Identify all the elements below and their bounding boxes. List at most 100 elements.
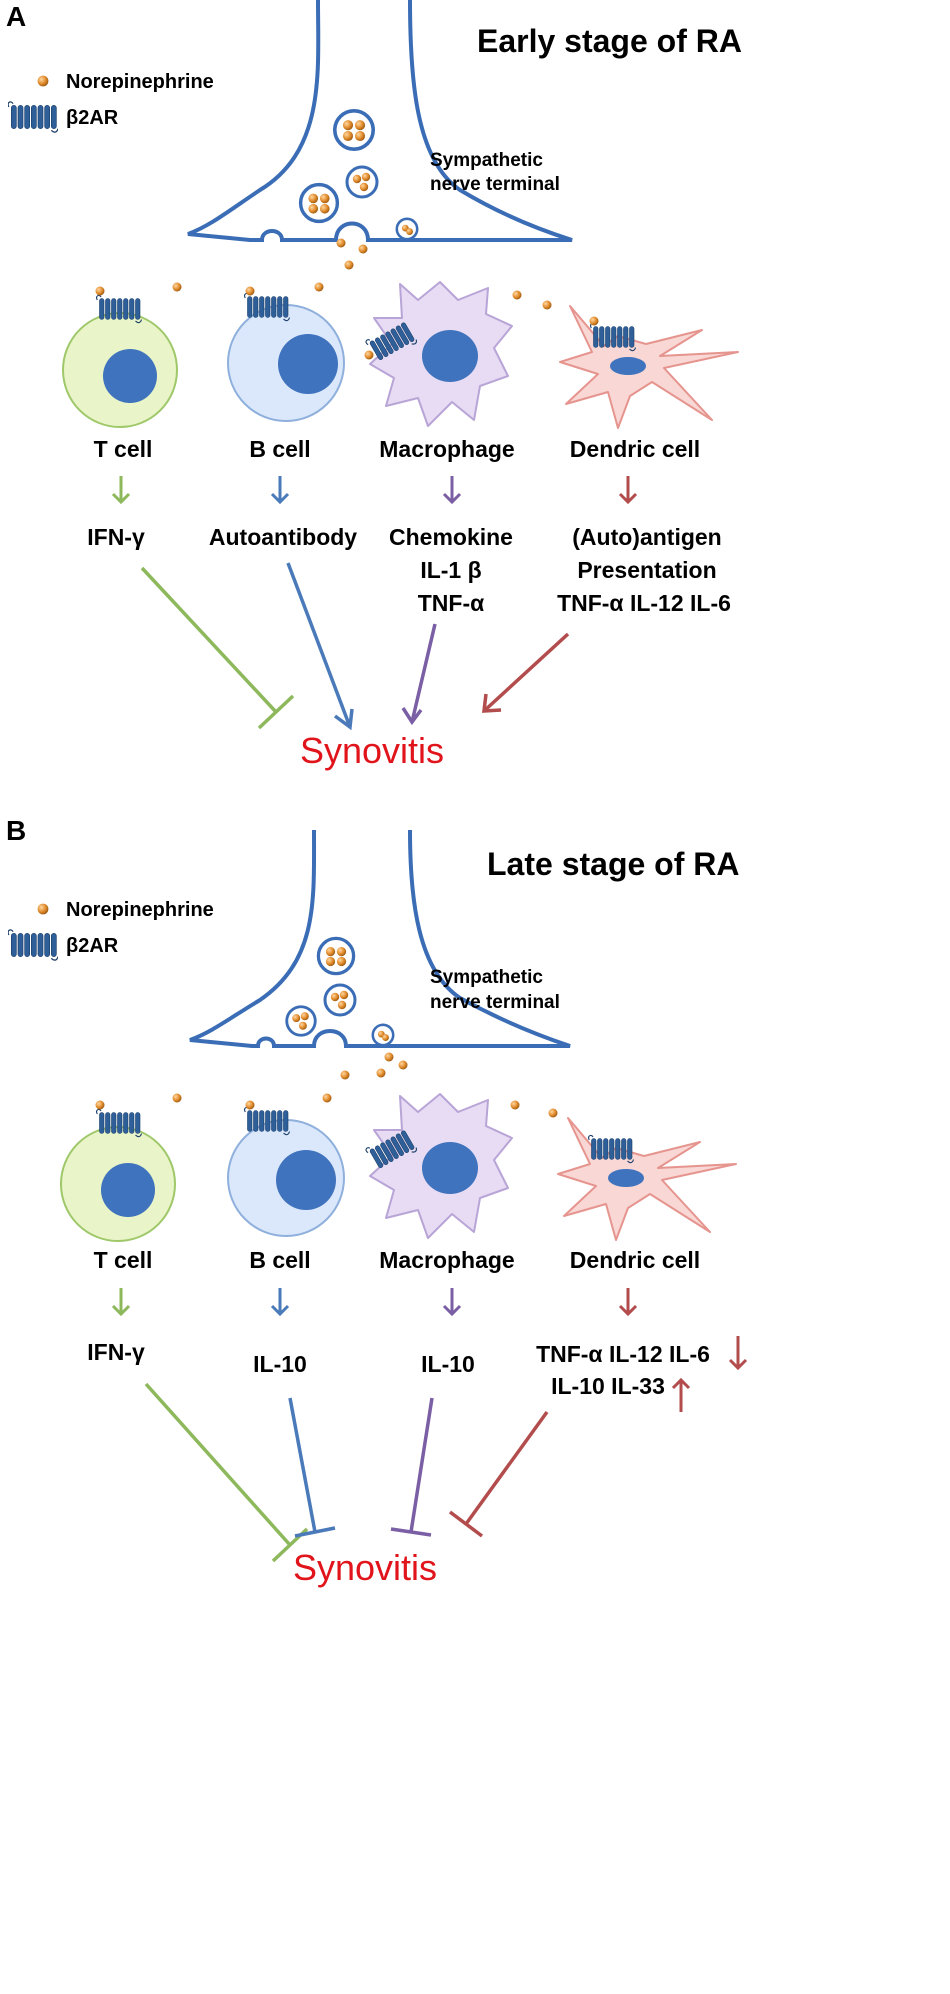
b2ar-legend-icon [8, 101, 58, 133]
dendritic-product-line2: IL-10 IL-33 [551, 1373, 665, 1399]
b-cell-product: IL-10 [253, 1351, 307, 1377]
b-cell-label: B cell [249, 436, 310, 462]
legend-b2ar-label: β2AR [66, 107, 119, 129]
nerve-label-line1: Sympathetic [430, 150, 543, 171]
norepinephrine-dot [512, 290, 522, 300]
nerve-label-line2: nerve terminal [430, 174, 560, 195]
dendritic-cell-arrow [618, 476, 638, 505]
macrophage [364, 281, 513, 427]
panel-a-title: Early stage of RA [477, 23, 742, 59]
increase-arrow-icon [671, 1377, 691, 1412]
b-cell-arrow [270, 1288, 290, 1317]
norepinephrine-dot [364, 350, 374, 360]
norepinephrine-dot [95, 286, 105, 296]
norepinephrine-dot [245, 286, 255, 296]
panel-b-title: Late stage of RA [487, 846, 739, 882]
norepinephrine-dot [358, 244, 368, 254]
autoantibody-arrow [286, 562, 354, 731]
decrease-arrow-icon [728, 1336, 748, 1371]
vesicle-icon [332, 109, 376, 151]
synovitis-outcome: Synovitis [293, 1547, 437, 1588]
synovitis-outcome: Synovitis [300, 730, 444, 771]
panel-a-letter: A [6, 1, 26, 32]
macrophage-effect-arrow [401, 623, 437, 726]
dendritic-cell-label: Dendric cell [570, 1247, 700, 1273]
dendritic-product-line3: TNF-α IL-12 IL-6 [557, 590, 731, 616]
macrophage-product-line2: IL-1 β [420, 557, 481, 583]
macrophage-product: IL-10 [421, 1351, 475, 1377]
panel-b: B Late stage of RA Norepinephrine β2AR S… [6, 815, 748, 1588]
t-cell-arrow [111, 476, 131, 505]
panel-b-letter: B [6, 815, 26, 846]
vesicle-icon [345, 165, 379, 199]
b-il10-inhibition-line [288, 1397, 336, 1538]
dendritic-cell [557, 1117, 737, 1241]
legend-norepinephrine-label: Norepinephrine [66, 71, 214, 93]
norepinephrine-legend-icon [37, 75, 49, 87]
ifn-inhibition-line [140, 566, 295, 730]
norepinephrine-dot [510, 1100, 520, 1110]
t-cell-product: IFN-γ [87, 1339, 145, 1365]
b-cell-label: B cell [249, 1247, 310, 1273]
macrophage-il10-inhibition-line [390, 1397, 434, 1537]
nerve-label-line1: Sympathetic [430, 967, 543, 988]
vesicle-icon [395, 217, 419, 241]
vesicle-icon [371, 1023, 395, 1047]
b-cell-arrow [270, 476, 290, 505]
t-cell-arrow [111, 1288, 131, 1317]
dendritic-product-line2: Presentation [577, 557, 716, 583]
norepinephrine-dot [322, 1093, 332, 1103]
sympathetic-nerve-terminal [187, 0, 573, 242]
macrophage-label: Macrophage [379, 1247, 514, 1273]
macrophage-arrow [442, 1288, 462, 1317]
norepinephrine-dot [172, 1093, 182, 1103]
vesicle-icon [298, 182, 340, 224]
b-cell [227, 286, 345, 422]
t-cell-product: IFN-γ [87, 524, 145, 550]
sympathetic-nerve-terminal [189, 829, 571, 1048]
norepinephrine-dot [336, 238, 346, 248]
norepinephrine-dot [376, 1068, 386, 1078]
macrophage-product-line3: TNF-α [418, 590, 485, 616]
b-cell-product: Autoantibody [209, 524, 357, 550]
norepinephrine-dot [314, 282, 324, 292]
macrophage-product-line1: Chemokine [389, 524, 513, 550]
dendritic-cell [559, 305, 739, 429]
norepinephrine-dot [172, 282, 182, 292]
dendritic-product-line1: TNF-α IL-12 IL-6 [536, 1341, 710, 1367]
legend-norepinephrine-label: Norepinephrine [66, 899, 214, 921]
t-cell-label: T cell [94, 436, 153, 462]
dendritic-product-line1: (Auto)antigen [572, 524, 721, 550]
norepinephrine-dot [344, 260, 354, 270]
norepinephrine-dot [398, 1060, 408, 1070]
macrophage-arrow [442, 476, 462, 505]
nerve-label-line2: nerve terminal [430, 992, 560, 1013]
macrophage-label: Macrophage [379, 436, 514, 462]
norepinephrine-dot [589, 316, 599, 326]
dendritic-inhibition-line [448, 1410, 549, 1538]
dendritic-cell-arrow [618, 1288, 638, 1317]
norepinephrine-dot [340, 1070, 350, 1080]
norepinephrine-legend-icon [37, 903, 49, 915]
t-cell [60, 1100, 176, 1242]
b2ar-legend-icon [8, 929, 58, 961]
ifn-inhibition-line [144, 1382, 309, 1563]
norepinephrine-dot [548, 1108, 558, 1118]
legend-b2ar-label: β2AR [66, 935, 119, 957]
norepinephrine-dot [245, 1100, 255, 1110]
panel-a: A Early stage of RA Norepinephrine β2AR … [6, 0, 742, 771]
dendritic-effect-arrow [482, 632, 570, 713]
vesicle-icon [285, 1005, 317, 1037]
norepinephrine-dot [542, 300, 552, 310]
vesicle-icon [316, 936, 356, 976]
norepinephrine-dot [384, 1052, 394, 1062]
b-cell [227, 1100, 345, 1237]
vesicle-icon [323, 983, 357, 1017]
t-cell [62, 286, 178, 428]
t-cell-label: T cell [94, 1247, 153, 1273]
norepinephrine-dot [95, 1100, 105, 1110]
macrophage [364, 1093, 513, 1239]
dendritic-cell-label: Dendric cell [570, 436, 700, 462]
